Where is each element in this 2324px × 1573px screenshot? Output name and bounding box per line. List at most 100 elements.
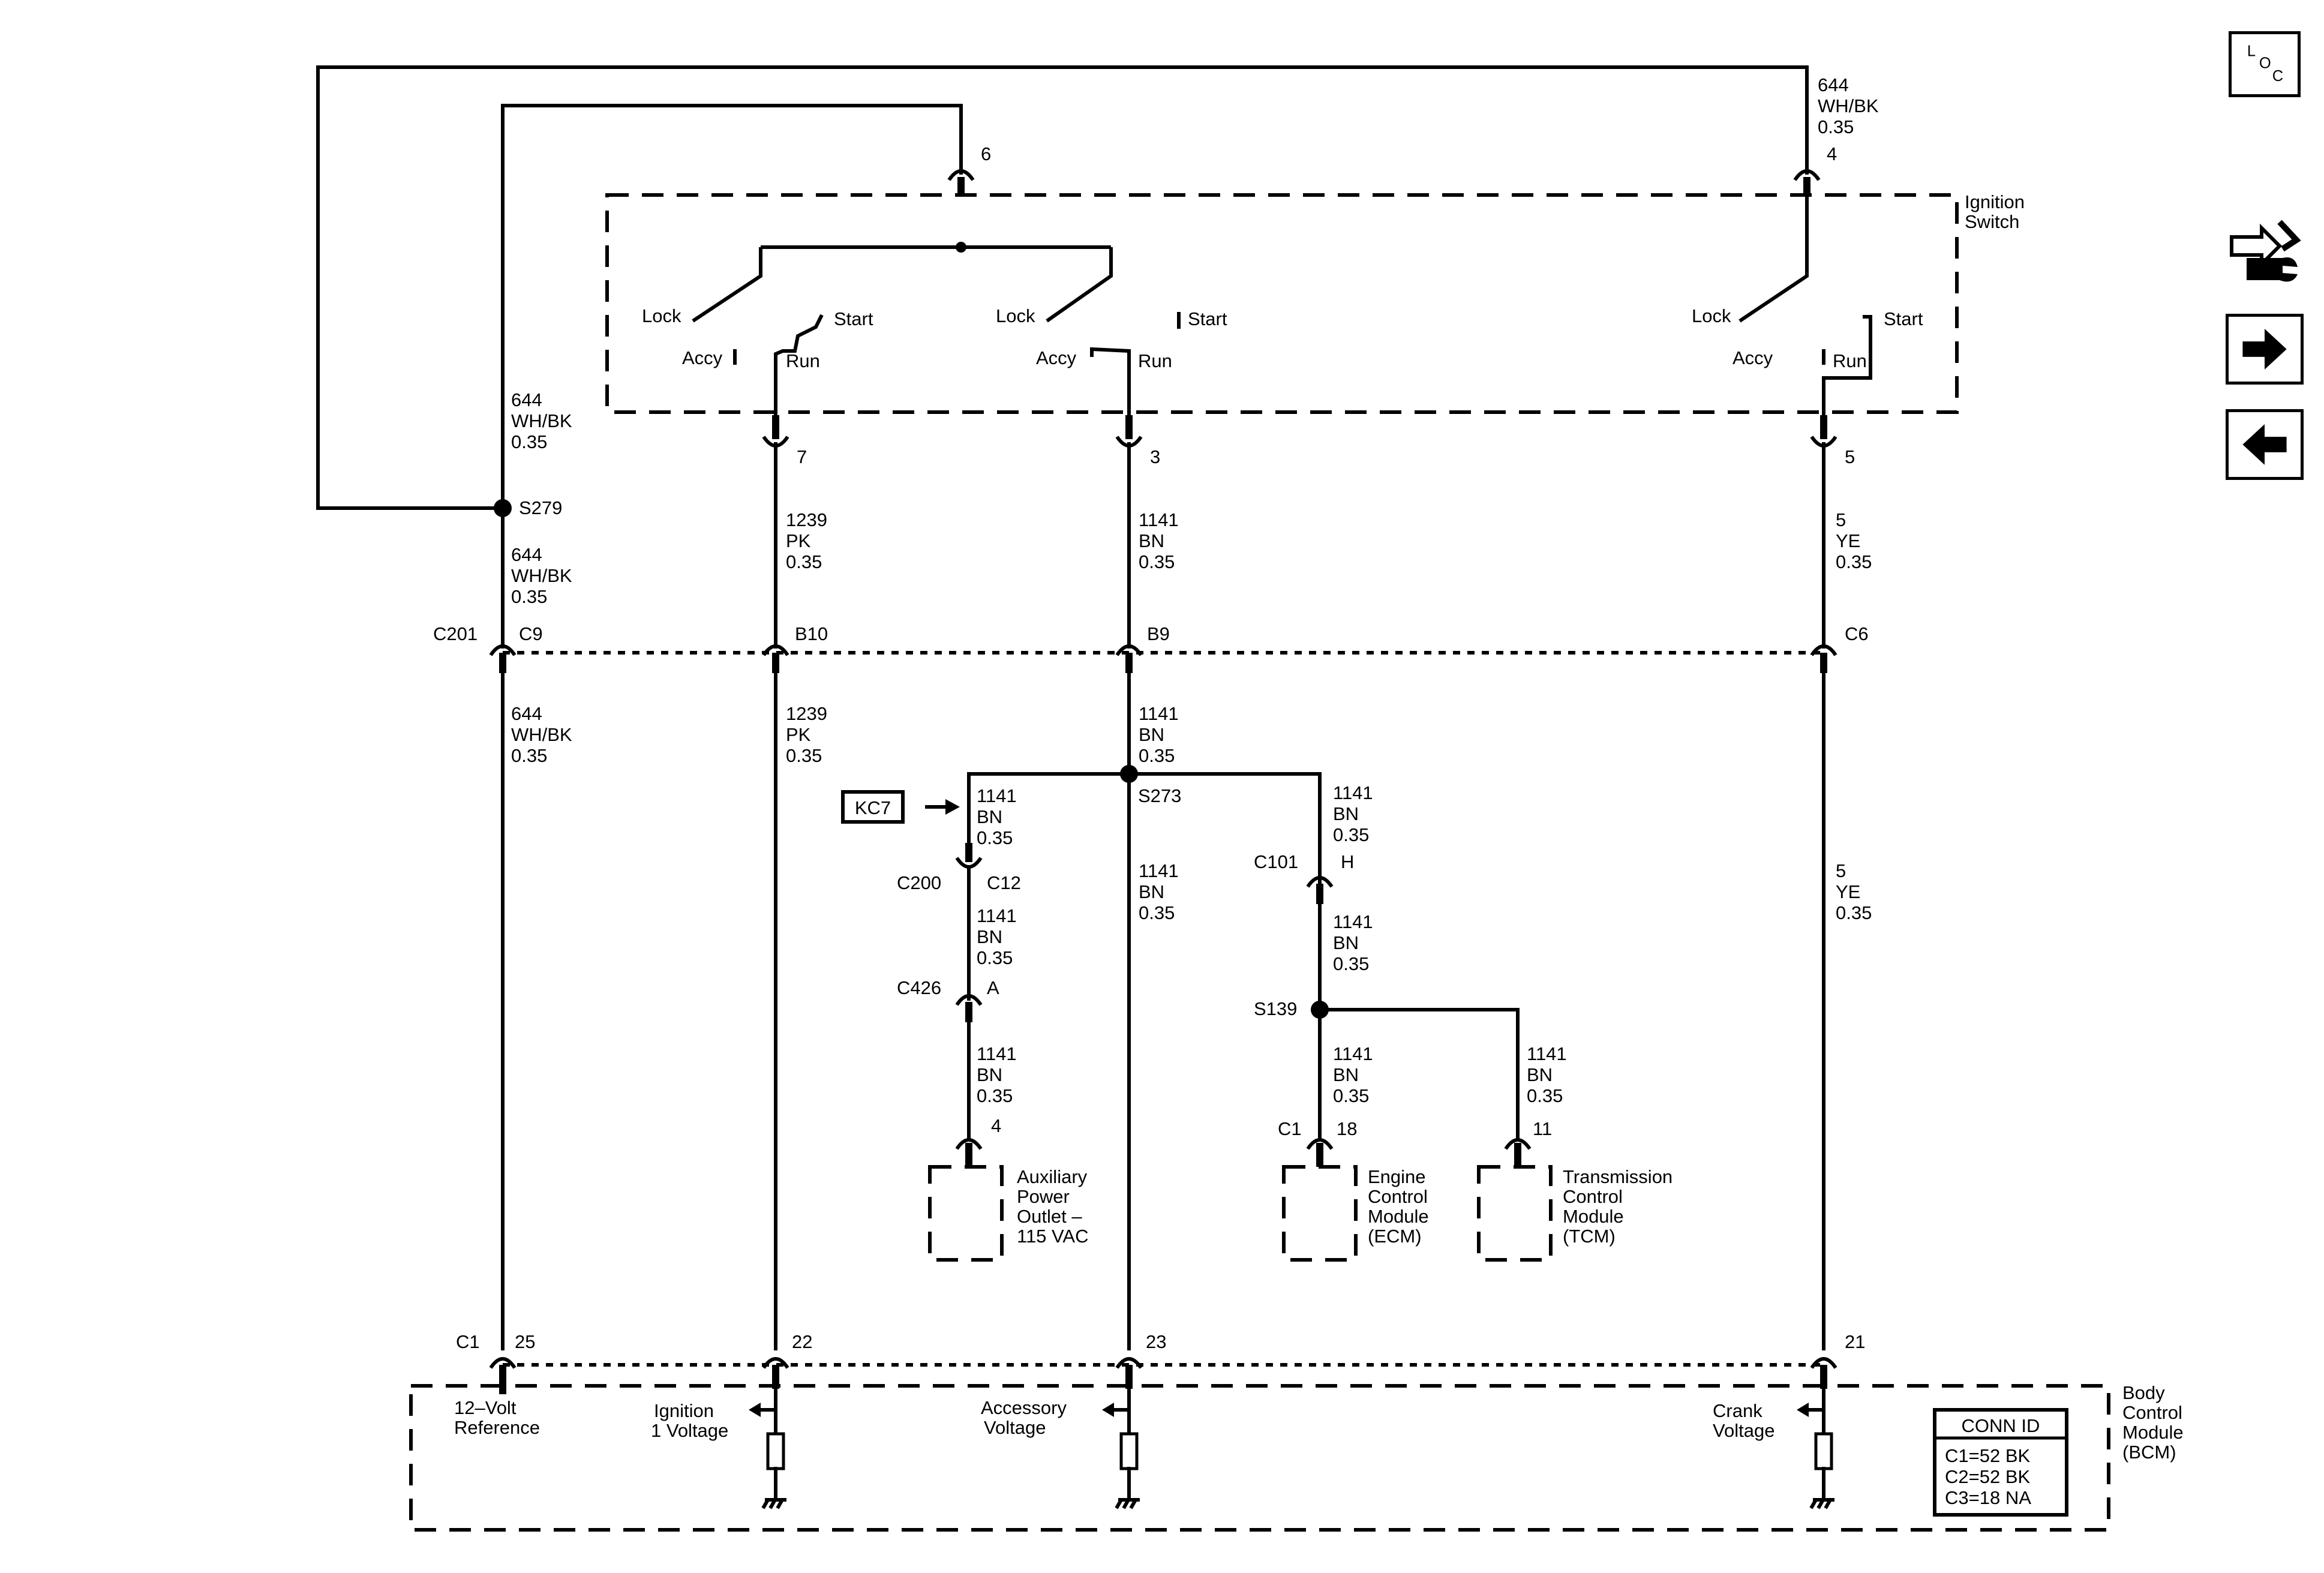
arrow-left-icon xyxy=(2242,424,2287,465)
svg-text:0.35: 0.35 xyxy=(1139,745,1175,766)
svg-text:L: L xyxy=(2247,43,2256,59)
pin-7-cap xyxy=(762,436,789,448)
bcm-pin-21-label: 21 xyxy=(1845,1331,1865,1352)
switch-3-accy-label: Accy xyxy=(1733,347,1773,368)
svg-text:0.35: 0.35 xyxy=(1333,1085,1369,1106)
c200-pin-label: C12 xyxy=(987,872,1021,893)
diagnostic-wrench-icon[interactable] xyxy=(2226,213,2304,291)
c426-label: C426 xyxy=(897,977,941,998)
svg-text:644: 644 xyxy=(511,389,542,410)
wire-label-1141-to-ecm: 1141 BN 0.35 xyxy=(1333,1043,1373,1106)
svg-text:1141: 1141 xyxy=(1139,509,1179,530)
svg-text:BN: BN xyxy=(1527,1064,1553,1085)
ecm-pin-label: 18 xyxy=(1337,1118,1357,1139)
bcm-conn-label: C1 xyxy=(456,1331,480,1352)
svg-text:0.35: 0.35 xyxy=(977,827,1013,848)
svg-text:0.35: 0.35 xyxy=(1836,551,1872,572)
svg-text:0.35: 0.35 xyxy=(1818,116,1854,137)
svg-text:BN: BN xyxy=(1139,724,1164,745)
switch-1-blade xyxy=(692,247,762,323)
aux-outlet-label: Auxiliary Power Outlet – 115 VAC xyxy=(1017,1166,1088,1247)
loc-button[interactable]: L O C xyxy=(2229,31,2301,97)
ecm-box xyxy=(1282,1165,1358,1262)
svg-text:(BCM): (BCM) xyxy=(2122,1442,2176,1463)
ecm-label: Engine Control Module (ECM) xyxy=(1368,1166,1429,1247)
bcm-ref-pin xyxy=(499,1386,506,1394)
wire-label-644-lower: 644 WH/BK 0.35 xyxy=(511,703,572,766)
svg-text:5: 5 xyxy=(1836,860,1846,881)
svg-text:0.35: 0.35 xyxy=(511,586,547,607)
tcm-box xyxy=(1477,1165,1553,1262)
wire-label-1141-to-c101: 1141 BN 0.35 xyxy=(1333,782,1373,845)
switch-3-run-start xyxy=(1822,315,1872,420)
svg-text:Power: Power xyxy=(1017,1186,1070,1207)
svg-text:1141: 1141 xyxy=(977,1043,1017,1064)
bcm-pin-22 xyxy=(762,1357,789,1389)
wire-label-1239-lower: 1239 PK 0.35 xyxy=(786,703,827,766)
pin-6-stub xyxy=(957,177,965,194)
svg-text:BN: BN xyxy=(977,1064,1002,1085)
svg-text:WH/BK: WH/BK xyxy=(511,410,572,431)
tcm-label: Transmission Control Module (TCM) xyxy=(1563,1166,1673,1247)
svg-text:WH/BK: WH/BK xyxy=(511,724,572,745)
bcm-crank-label: Crank Voltage xyxy=(1713,1400,1774,1441)
switch-name: Switch xyxy=(1965,211,2019,232)
pin-5-cap xyxy=(1810,436,1837,448)
c201-label: C201 xyxy=(433,623,478,644)
svg-text:0.35: 0.35 xyxy=(1527,1085,1563,1106)
c201-c9-label: C9 xyxy=(519,623,543,644)
svg-text:Ignition: Ignition xyxy=(654,1400,714,1421)
switch-3-blade xyxy=(1739,191,1809,323)
wire-1141-s139-tcm xyxy=(1318,1008,1520,1142)
c201-b9-label: B9 xyxy=(1147,623,1170,644)
kc7-arrow-head xyxy=(945,799,960,815)
c101-label: C101 xyxy=(1254,851,1298,872)
svg-text:Accessory: Accessory xyxy=(981,1397,1067,1418)
svg-text:Voltage: Voltage xyxy=(1713,1420,1774,1441)
wire-label-1141-to-aux: 1141 BN 0.35 xyxy=(977,1043,1017,1106)
svg-text:BN: BN xyxy=(977,926,1002,947)
splice-s139-label: S139 xyxy=(1254,998,1297,1019)
svg-text:YE: YE xyxy=(1836,881,1860,902)
switch-3-run-label: Run xyxy=(1833,350,1867,371)
svg-text:0.35: 0.35 xyxy=(786,745,822,766)
wire-label-1141-c101-s139: 1141 BN 0.35 xyxy=(1333,911,1373,974)
c426-pin xyxy=(955,994,983,1022)
pin-5-label: 5 xyxy=(1845,446,1855,467)
svg-text:PK: PK xyxy=(786,530,811,551)
splice-s139 xyxy=(1311,1001,1329,1019)
switch-2-start-label: Start xyxy=(1188,308,1227,329)
svg-text:PK: PK xyxy=(786,724,811,745)
wire-644-to-pin6 xyxy=(501,104,963,510)
bcm-pin-22-label: 22 xyxy=(792,1331,812,1352)
bcm-pin-23-label: 23 xyxy=(1146,1331,1166,1352)
switch-2-run-label: Run xyxy=(1138,350,1172,371)
c201-pin-c6 xyxy=(1810,644,1837,673)
bcm-pin-21 xyxy=(1810,1357,1837,1389)
kc7-box xyxy=(841,790,905,824)
back-button[interactable] xyxy=(2226,409,2304,480)
svg-text:BN: BN xyxy=(1139,881,1164,902)
svg-text:1141: 1141 xyxy=(1333,911,1373,932)
pin-3-label: 3 xyxy=(1150,446,1160,467)
pin-4-label: 4 xyxy=(1827,143,1837,164)
svg-text:5: 5 xyxy=(1836,509,1846,530)
svg-text:BN: BN xyxy=(1333,803,1359,824)
splice-s273-label: S273 xyxy=(1138,785,1181,806)
bcm-pin-25 xyxy=(489,1357,517,1389)
aux-outlet-box xyxy=(928,1165,1004,1262)
svg-text:Module: Module xyxy=(1368,1206,1429,1227)
bcm-box xyxy=(409,1384,2110,1532)
svg-text:1 Voltage: 1 Voltage xyxy=(651,1420,728,1441)
wire-label-1141-below-c201: 1141 BN 0.35 xyxy=(1139,703,1179,766)
ignition-switch-box xyxy=(605,193,1959,414)
svg-text:YE: YE xyxy=(1836,530,1860,551)
svg-text:Reference: Reference xyxy=(454,1417,540,1438)
svg-text:(ECM): (ECM) xyxy=(1368,1226,1422,1247)
next-button[interactable] xyxy=(2226,314,2304,385)
wire-label-5-upper: 5 YE 0.35 xyxy=(1836,509,1872,572)
bcm-ref-label: 12–Volt Reference xyxy=(454,1397,540,1438)
switch-1-accy-label: Accy xyxy=(682,347,723,368)
pin-4-cap xyxy=(1793,169,1821,181)
tcm-pin-label: 11 xyxy=(1533,1118,1552,1139)
